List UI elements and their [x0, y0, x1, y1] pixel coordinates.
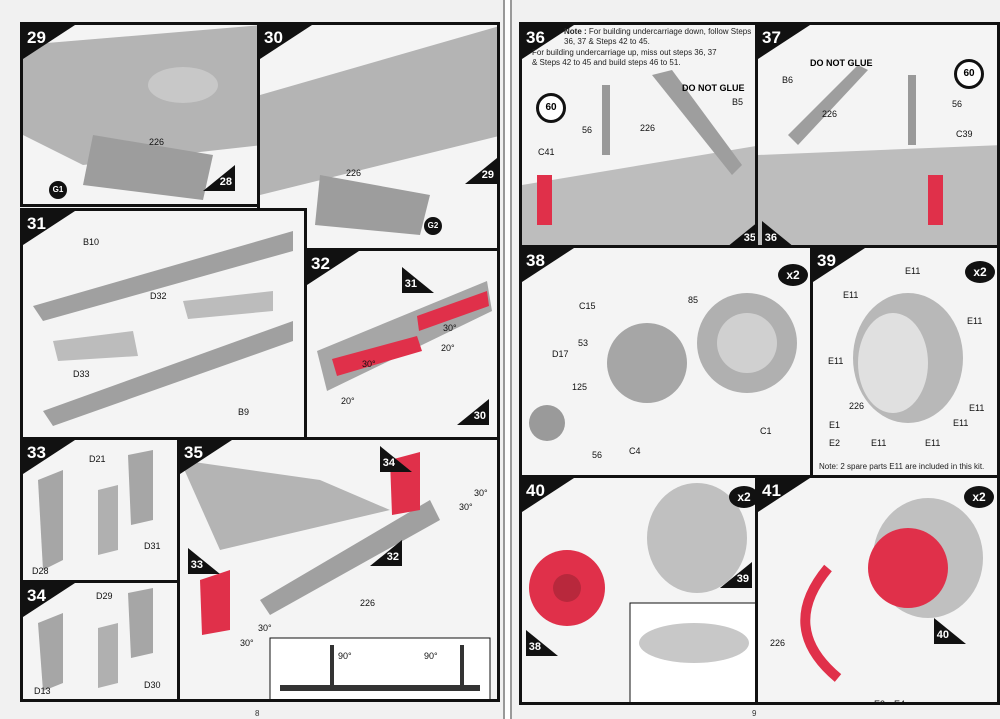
step-note: Note : For building undercarriage down, … — [564, 27, 752, 46]
step-32: 32 31 30° 20° 30° 20° 30 — [304, 248, 500, 440]
step-36: 36 Note : For building undercarriage dow… — [519, 22, 759, 248]
fuselage-illustration — [260, 26, 497, 235]
tailplane-illustration — [180, 452, 491, 699]
part-label: D33 — [73, 369, 90, 379]
sprue-label-g1: G1 — [49, 181, 67, 199]
step-note-2: For building undercarriage up, miss out … — [532, 48, 717, 67]
part-label: D13 — [34, 686, 51, 696]
step-40: 40 x2 39 38 — [519, 475, 759, 705]
angle-label: 30° — [443, 323, 457, 333]
part-label: E4 — [894, 699, 906, 705]
part-label: D17 — [552, 349, 569, 359]
part-label: E11 — [953, 418, 969, 428]
part-label: 56 — [952, 99, 963, 109]
part-label: C39 — [956, 129, 973, 139]
part-label: 226 — [640, 123, 656, 133]
step-38: 38 x2 C15 85 53 D17 125 56 C4 C1 — [519, 245, 813, 478]
wing-illustration — [33, 231, 293, 426]
rudder-illustration — [38, 450, 153, 570]
part-label: B5 — [732, 97, 744, 107]
part-label: B9 — [238, 407, 250, 417]
angle-label: 90° — [338, 651, 352, 661]
quantity-badge: x2 — [965, 261, 995, 283]
angle-label: 30° — [362, 359, 376, 369]
part-label: 85 — [688, 295, 699, 305]
undercarriage-illustration — [522, 70, 756, 245]
step-33: 33 D21 D31 D28 — [20, 437, 180, 583]
angle-label: 20° — [441, 343, 455, 353]
manual-page-left: 29 226 G1 28 30 226 G2 29 31 B10 D32 D33… — [0, 0, 505, 719]
step-39: 39 x2 E11 E11 E11 E11 E11 E11 E11 E11 E1… — [810, 245, 1000, 478]
part-label: E11 — [828, 356, 844, 366]
part-label: C15 — [579, 301, 596, 311]
part-label: 56 — [582, 125, 593, 135]
do-not-glue-label: DO NOT GLUE — [682, 83, 745, 93]
cowling-illustration — [853, 293, 963, 423]
angle-label: 90° — [424, 651, 438, 661]
engine-illustration — [529, 293, 797, 441]
part-label: 226 — [360, 598, 376, 608]
manual-page-right: 36 Note : For building undercarriage dow… — [510, 0, 1000, 719]
part-label: D28 — [32, 566, 49, 576]
engine-cowling-illustration — [529, 483, 756, 702]
part-label: D21 — [89, 454, 106, 464]
fuselage-illustration — [23, 25, 257, 200]
part-label: E11 — [905, 266, 921, 276]
quantity-badge: x2 — [778, 264, 808, 286]
step-30: 30 226 G2 29 — [257, 22, 500, 252]
part-label: 226 — [849, 401, 865, 411]
part-label: D30 — [144, 680, 161, 690]
part-label: E2 — [829, 438, 841, 448]
part-label: 125 — [572, 382, 588, 392]
part-label: C1 — [760, 426, 772, 436]
part-label: D29 — [96, 591, 113, 601]
rudder-illustration — [38, 588, 153, 691]
part-label: C41 — [538, 147, 555, 157]
spare-parts-note: Note: 2 spare parts E11 are included in … — [819, 462, 985, 471]
wing-flaps-illustration — [317, 281, 492, 391]
undercarriage-illustration — [758, 65, 997, 245]
part-label: E1 — [829, 420, 841, 430]
angle-label: 30° — [459, 502, 473, 512]
part-label: B6 — [782, 75, 794, 85]
engine-ring-illustration — [800, 498, 983, 682]
timer-icon: 60 — [536, 93, 566, 123]
part-label: D32 — [150, 291, 167, 301]
part-label: E11 — [969, 403, 985, 413]
part-label: E11 — [871, 438, 887, 448]
step-29: 29 226 G1 28 — [20, 22, 260, 207]
step-31: 31 B10 D32 D33 B9 — [20, 208, 307, 440]
step-34: 34 D29 D13 D30 — [20, 580, 180, 702]
page-number: 8 — [255, 709, 260, 718]
angle-label: 30° — [474, 488, 488, 498]
angle-label: 20° — [341, 396, 355, 406]
part-label: E11 — [843, 290, 859, 300]
part-label: E3 — [874, 699, 886, 705]
sprue-label-g2: G2 — [424, 217, 442, 235]
part-label: D31 — [144, 541, 161, 551]
angle-label: 30° — [240, 638, 254, 648]
part-label: E11 — [967, 316, 983, 326]
part-label: 226 — [346, 168, 362, 178]
do-not-glue-label: DO NOT GLUE — [810, 58, 873, 68]
quantity-badge: x2 — [964, 486, 994, 508]
timer-icon: 60 — [954, 59, 984, 89]
part-label: 226 — [149, 137, 165, 147]
step-41: 41 x2 226 E3 E4 40 — [755, 475, 1000, 705]
angle-label: 30° — [258, 623, 272, 633]
part-label: C4 — [629, 446, 641, 456]
quantity-badge: x2 — [729, 486, 756, 508]
page-number: 9 — [752, 709, 757, 718]
part-label: 226 — [822, 109, 838, 119]
part-label: B10 — [83, 237, 100, 247]
part-label: 56 — [592, 450, 603, 460]
part-label: 53 — [578, 338, 589, 348]
part-label: 226 — [770, 638, 786, 648]
step-35: 35 34 30° 30° 32 33 226 30° 30° 90° 90° — [177, 437, 500, 702]
step-37: 37 DO NOT GLUE 60 B6 226 56 C39 36 — [755, 22, 1000, 248]
part-label: E11 — [925, 438, 941, 448]
